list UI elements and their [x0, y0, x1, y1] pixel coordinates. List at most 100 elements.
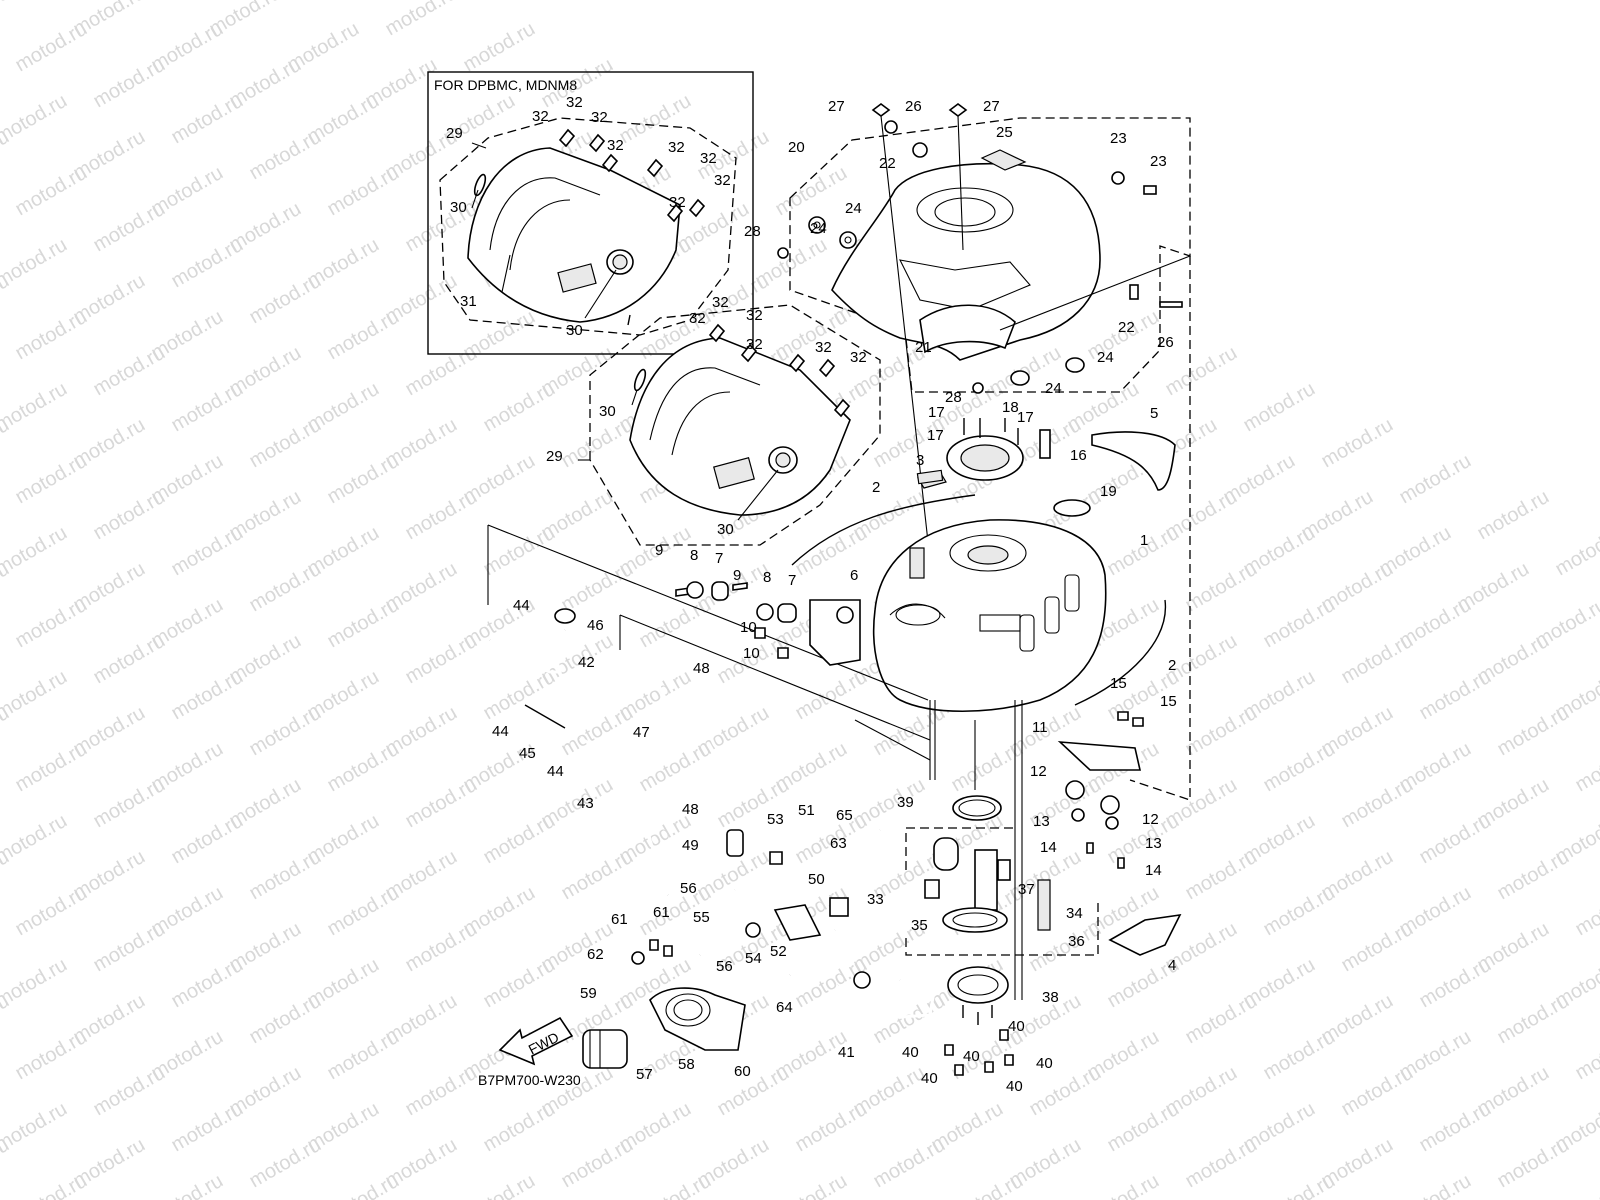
watermark-text: motod.ru [382, 0, 461, 40]
watermark-text: motod.ru [324, 594, 403, 653]
callout-l32i: 32 [689, 310, 706, 327]
callout-l8a: 8 [690, 547, 698, 564]
callout-l25: 25 [996, 124, 1013, 141]
callout-l22a: 22 [879, 155, 896, 172]
callout-l32e: 32 [668, 139, 685, 156]
watermark-text: motod.ru [90, 630, 169, 689]
watermark-text: motod.ru [246, 702, 325, 761]
callout-l44b: 44 [492, 723, 509, 740]
callout-l32m: 32 [815, 339, 832, 356]
callout-l53: 53 [767, 811, 784, 828]
watermark-text: motod.ru [90, 1062, 169, 1121]
watermark-text: motod.ru [1338, 630, 1417, 689]
callout-l23b: 23 [1150, 153, 1167, 170]
callout-l47: 47 [633, 724, 650, 741]
watermark-text: motod.ru [324, 1026, 403, 1085]
brackets-right [1057, 711, 1182, 956]
callout-l60: 60 [734, 1063, 751, 1080]
watermark-text: motod.ru [12, 162, 91, 221]
watermark-text: motod.ru [402, 774, 481, 833]
watermark-text: motod.ru [246, 1134, 325, 1193]
watermark-text: motod.ru [90, 54, 169, 113]
callout-l9a: 9 [655, 542, 663, 559]
callout-l17a: 17 [928, 404, 945, 421]
watermark-text: motod.ru [402, 342, 481, 401]
callout-l12a: 12 [1030, 763, 1047, 780]
watermark-text: motod.ru [1494, 702, 1573, 761]
callout-l61b: 61 [653, 904, 670, 921]
watermark-text: motod.ru [636, 1170, 715, 1200]
callout-l33: 33 [867, 891, 884, 908]
watermark-text: motod.ru [460, 1170, 539, 1200]
callout-l63: 63 [830, 835, 847, 852]
callout-l22b: 22 [1118, 319, 1135, 336]
callout-l31: 31 [460, 293, 477, 310]
watermark-text: motod.ru [402, 630, 481, 689]
callout-l7a: 7 [715, 550, 723, 567]
watermark-text: motod.ru [460, 18, 539, 77]
watermark-text: motod.ru [1494, 1134, 1573, 1193]
watermark-text: motod.ru [480, 810, 559, 869]
watermark-text: motod.ru [324, 306, 403, 365]
watermark-text: motod.ru [90, 918, 169, 977]
watermark-text: motod.ru [324, 162, 403, 221]
callout-l8b: 8 [763, 569, 771, 586]
callout-l54: 54 [745, 950, 762, 967]
watermark-text: motod.ru [148, 1170, 227, 1200]
callout-l42: 42 [578, 654, 595, 671]
watermark-text: motod.ru [90, 342, 169, 401]
watermark-text: motod.ru [12, 738, 91, 797]
watermark-text: motod.ru [1552, 522, 1600, 581]
watermark-text: motod.ru [402, 1062, 481, 1121]
inset-box: FOR DPBMC, MDNM8 [427, 71, 754, 355]
callout-l1: 1 [1140, 532, 1148, 549]
watermark-text: motod.ru [1182, 702, 1261, 761]
watermark-text: motod.ru [12, 1170, 91, 1200]
callout-l13b: 13 [1145, 835, 1162, 852]
callout-l29a: 29 [446, 125, 463, 142]
callout-l29b: 29 [546, 448, 563, 465]
watermark-text: motod.ru [1182, 990, 1261, 1049]
watermark-text: motod.ru [90, 198, 169, 257]
mount-hardware [675, 581, 861, 666]
watermark-text: motod.ru [1338, 918, 1417, 977]
watermark-text: motod.ru [246, 846, 325, 905]
watermark-text: motod.ru [1338, 1062, 1417, 1121]
watermark-text: motod.ru [1260, 594, 1339, 653]
inset-title: FOR DPBMC, MDNM8 [434, 77, 577, 93]
callout-l45: 45 [519, 745, 536, 762]
watermark-text: motod.ru [1572, 738, 1600, 797]
watermark-text: motod.ru [168, 1098, 247, 1157]
callout-l32c: 32 [591, 109, 608, 126]
watermark-text: motod.ru [168, 378, 247, 437]
watermark-text: motod.ru [168, 810, 247, 869]
callout-l35: 35 [911, 917, 928, 934]
callout-l32l: 32 [746, 336, 763, 353]
callout-l32h: 32 [669, 194, 686, 211]
watermark-text: motod.ru [304, 0, 383, 4]
callout-l32f: 32 [700, 150, 717, 167]
watermark-text: motod.ru [558, 702, 637, 761]
side-cover [629, 337, 851, 516]
callout-l26a: 26 [905, 98, 922, 115]
callout-l20: 20 [788, 139, 805, 156]
watermark-text: motod.ru [0, 378, 71, 437]
watermark-text: motod.ru [324, 882, 403, 941]
callout-l15a: 15 [1110, 675, 1127, 692]
fuel-pump-group [828, 795, 1099, 1076]
watermark-text: motod.ru [480, 1098, 559, 1157]
callout-l30c: 30 [599, 403, 616, 420]
watermark-text: motod.ru [636, 594, 715, 653]
callout-l32b: 32 [566, 94, 583, 111]
callout-l28b: 28 [945, 389, 962, 406]
watermark-text: motod.ru [168, 234, 247, 293]
watermark-text: motod.ru [870, 1134, 949, 1193]
watermark-text: motod.ru [1572, 882, 1600, 941]
callout-l48b: 48 [682, 801, 699, 818]
watermark-text: motod.ru [558, 1134, 637, 1193]
watermark-text: motod.ru [1416, 954, 1495, 1013]
watermark-text: motod.ru [324, 450, 403, 509]
callout-l64: 64 [776, 999, 793, 1016]
callout-l43: 43 [577, 795, 594, 812]
